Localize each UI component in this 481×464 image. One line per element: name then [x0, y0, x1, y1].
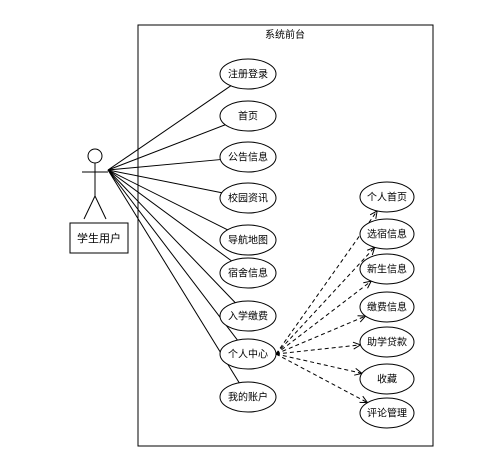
sub-use-case-ellipse	[359, 253, 415, 285]
sub-use-case-ellipse	[359, 181, 415, 213]
dependency-line-s4	[275, 315, 366, 355]
sub-use-case-s3[interactable]: 新生信息	[359, 253, 415, 285]
use-case-label: 宿舍信息	[228, 267, 268, 280]
actor-head	[87, 148, 103, 164]
use-case-ellipse	[219, 141, 277, 173]
sub-use-case-label: 选宿信息	[367, 228, 407, 241]
use-case-uc9[interactable]: 我的账户	[219, 381, 277, 413]
sub-use-case-label: 评论管理	[367, 407, 407, 420]
use-case-label: 首页	[238, 110, 258, 123]
use-case-label: 入学缴费	[228, 310, 268, 323]
sub-use-case-label: 缴费信息	[367, 301, 407, 314]
sub-use-case-s1[interactable]: 个人首页	[359, 181, 415, 213]
use-case-ellipse	[219, 381, 277, 413]
use-case-uc3[interactable]: 公告信息	[219, 141, 277, 173]
sub-use-case-s5[interactable]: 助学贷款	[359, 326, 415, 358]
actor-right-leg	[94, 195, 107, 220]
use-case-uc4[interactable]: 校园资讯	[219, 182, 277, 214]
use-case-ellipse	[219, 58, 277, 90]
use-case-uc1[interactable]: 注册登录	[219, 58, 277, 90]
sub-use-case-s7[interactable]: 评论管理	[359, 397, 415, 429]
association-line-uc7	[107, 169, 236, 304]
use-case-label: 我的账户	[228, 391, 268, 404]
use-case-ellipse	[219, 338, 277, 370]
dependency-line-s6	[275, 353, 363, 374]
association-line-uc8	[107, 169, 238, 341]
association-line-uc6	[107, 169, 232, 262]
use-case-label: 注册登录	[228, 68, 268, 81]
association-line-uc5	[107, 169, 228, 231]
sub-use-case-ellipse	[359, 363, 415, 395]
use-case-ellipse	[219, 100, 277, 132]
actor-label: 学生用户	[77, 231, 121, 245]
use-case-ellipse	[219, 224, 277, 256]
dependency-line-s7	[275, 353, 368, 404]
association-line-uc3	[107, 159, 221, 171]
sub-use-case-label: 新生信息	[367, 263, 407, 276]
association-line-uc2	[107, 124, 226, 171]
sub-use-case-label: 收藏	[377, 373, 397, 386]
use-case-label: 校园资讯	[228, 192, 268, 205]
actor-label-box	[69, 222, 129, 254]
sub-use-case-ellipse	[359, 218, 415, 250]
sub-use-case-s4[interactable]: 缴费信息	[359, 291, 415, 323]
sub-use-case-ellipse	[359, 326, 415, 358]
association-line-uc9	[107, 169, 240, 384]
sub-use-case-label: 个人首页	[367, 191, 407, 204]
sub-use-case-s6[interactable]: 收藏	[359, 363, 415, 395]
dependency-line-s2	[275, 247, 376, 355]
use-case-ellipse	[219, 182, 277, 214]
sub-use-case-label: 助学贷款	[367, 336, 407, 349]
use-case-uc7[interactable]: 入学缴费	[219, 300, 277, 332]
sub-use-case-ellipse	[359, 397, 415, 429]
use-case-uc6[interactable]: 宿舍信息	[219, 257, 277, 289]
system-title: 系统前台	[265, 28, 305, 41]
relation-lines	[107, 85, 378, 404]
association-line-uc1	[107, 85, 232, 171]
use-case-uc8[interactable]: 个人中心	[219, 338, 277, 370]
use-case-ellipse	[219, 257, 277, 289]
use-case-uc2[interactable]: 首页	[219, 100, 277, 132]
use-case-label: 公告信息	[228, 151, 268, 164]
dependency-line-s3	[275, 280, 372, 355]
dependency-line-s1	[275, 210, 378, 355]
use-case-label: 个人中心	[228, 348, 268, 361]
use-case-ellipse	[219, 300, 277, 332]
sub-use-case-s2[interactable]: 选宿信息	[359, 218, 415, 250]
actor-left-leg	[83, 195, 96, 220]
sub-use-case-ellipse	[359, 291, 415, 323]
actor: 学生用户	[69, 148, 129, 254]
dependency-line-s5	[275, 344, 361, 355]
use-case-uc5[interactable]: 导航地图	[219, 224, 277, 256]
use-case-label: 导航地图	[228, 234, 268, 247]
association-line-uc4	[107, 169, 222, 194]
